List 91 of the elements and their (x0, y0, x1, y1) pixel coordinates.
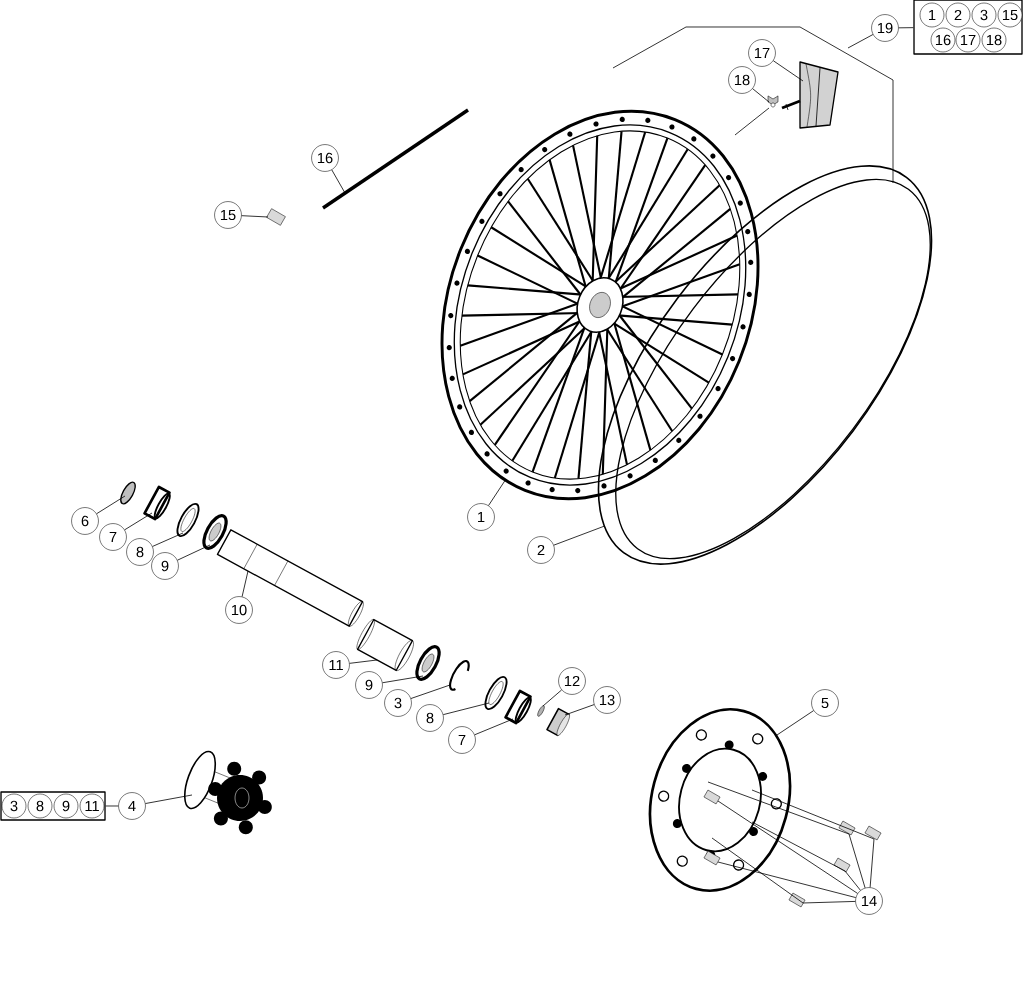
callout-number: 3 (1, 793, 27, 819)
brake-disc-drawing (648, 708, 792, 892)
leader-line (488, 479, 506, 506)
callout-number: 8 (27, 793, 53, 819)
leader-line (802, 901, 856, 904)
bearing-drawing (415, 645, 441, 681)
leader-line (752, 88, 770, 103)
leader-line (869, 838, 875, 888)
leader-line (707, 781, 850, 835)
callout-number: 7 (99, 523, 127, 551)
leader-line (717, 800, 858, 894)
callout-number: 9 (151, 552, 179, 580)
callout-number: 3 (971, 2, 997, 28)
ring-drawing (176, 502, 200, 538)
nipple-drawing (266, 208, 286, 226)
callout-number: 13 (593, 686, 621, 714)
bolt-drawing (703, 850, 721, 866)
leader-line (331, 169, 346, 194)
hub-drawing (184, 750, 272, 835)
leader-line (751, 821, 846, 872)
callout-number: 1 (919, 2, 945, 28)
leader-line (542, 689, 562, 707)
leader-line (898, 27, 914, 29)
leader-line (145, 794, 193, 804)
seal-drawing (143, 485, 171, 521)
leader-line (844, 870, 861, 891)
leader-line (734, 107, 770, 136)
callout-number: 16 (930, 27, 956, 53)
leader-line (751, 789, 875, 840)
leader-line (847, 34, 874, 49)
callout-number: 6 (71, 507, 99, 535)
callout-number: 15 (214, 201, 242, 229)
callout-number: 4 (118, 792, 146, 820)
callout-number: 16 (311, 144, 339, 172)
callout-number: 1 (467, 503, 495, 531)
callout-number: 9 (53, 793, 79, 819)
callout-number: 18 (728, 66, 756, 94)
bearing-drawing (202, 514, 228, 550)
callout-number: 19 (871, 14, 899, 42)
cap-drawing (546, 707, 570, 737)
axle-drawing (216, 529, 364, 627)
callout-group-box (0, 791, 106, 821)
leader-line (177, 544, 211, 561)
callout-number: 11 (322, 651, 350, 679)
callout-number: 15 (997, 2, 1023, 28)
bolt-drawing (833, 857, 851, 873)
seal-drawing (504, 689, 532, 725)
callout-number: 7 (448, 726, 476, 754)
callout-number: 2 (945, 2, 971, 28)
washer-drawing (537, 705, 545, 717)
leader-line (105, 805, 119, 807)
callout-number: 3 (384, 689, 412, 717)
leader-line (717, 861, 857, 898)
callout-number: 17 (748, 39, 776, 67)
leader-line (96, 495, 126, 515)
callout-number: 2 (527, 536, 555, 564)
bolt-drawing (788, 892, 806, 908)
nut-drawing (120, 481, 136, 505)
leader-line (553, 525, 605, 546)
callout-number: 18 (981, 27, 1007, 53)
leader-line (711, 837, 804, 904)
callout-number: 8 (416, 704, 444, 732)
callout-number: 10 (225, 596, 253, 624)
leader-line (775, 710, 814, 736)
callout-number: 14 (855, 887, 883, 915)
leader-line (152, 532, 184, 547)
nut-drawing (767, 95, 779, 108)
callout-number: 11 (79, 793, 105, 819)
callout-number: 9 (355, 671, 383, 699)
callout-number: 12 (558, 667, 586, 695)
rim-lock-drawing (781, 61, 839, 129)
bolt-drawing (838, 820, 856, 836)
tyre-drawing (597, 165, 933, 565)
leader-line (474, 718, 514, 736)
callout-number: 5 (811, 689, 839, 717)
wheel-drawing (440, 109, 760, 501)
leader-line (241, 215, 269, 218)
circlip-drawing (449, 660, 470, 691)
callout-number: 8 (126, 538, 154, 566)
leader-line (442, 702, 490, 715)
leader-line (848, 833, 866, 889)
leader-line (564, 704, 595, 716)
leader-line (772, 60, 804, 82)
leader-line (410, 684, 451, 699)
bolt-drawing (703, 789, 721, 805)
leader-line (241, 570, 249, 597)
ring-drawing (484, 675, 508, 711)
callout-number: 17 (955, 27, 981, 53)
callout-group-box (913, 0, 1023, 55)
leader-line (124, 512, 153, 531)
bolt-drawing (864, 825, 882, 841)
